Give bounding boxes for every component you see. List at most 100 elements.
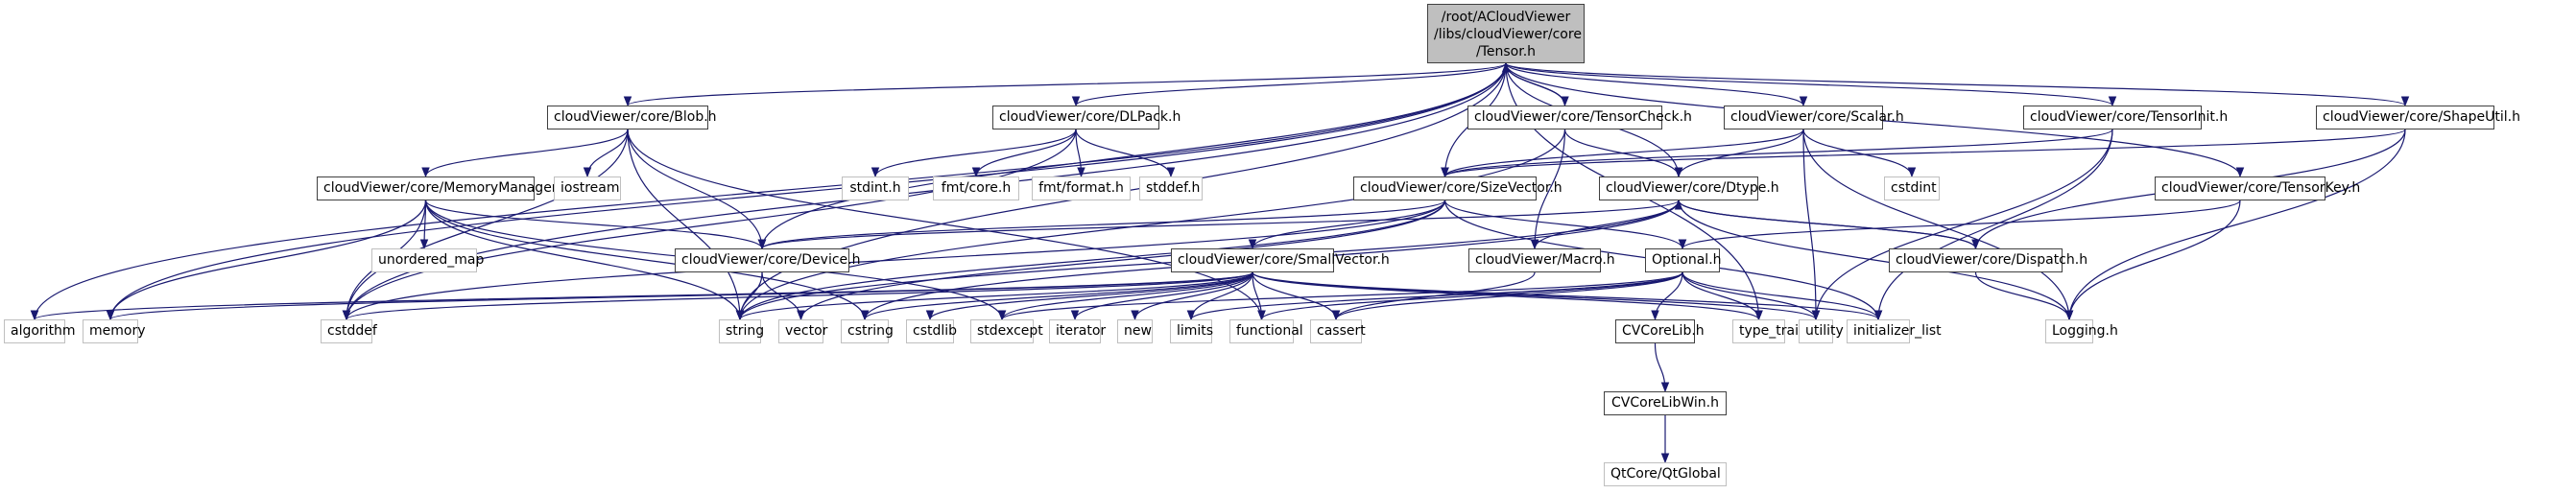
edge-shapeutil-to-sizevector <box>1441 129 2406 178</box>
node-smallvector-h[interactable]: cloudViewer/core/SmallVector.h <box>1171 248 1390 272</box>
node-unordered-map[interactable]: unordered_map <box>371 248 484 272</box>
node-blob-h[interactable]: cloudViewer/core/Blob.h <box>547 106 717 129</box>
node-stdexcept[interactable]: stdexcept <box>970 319 1043 343</box>
edge-optional-to-stdexcept <box>997 271 1683 321</box>
node-optional-h[interactable]: Optional.h <box>1645 248 1722 272</box>
node-functional[interactable]: functional <box>1229 319 1303 343</box>
edge-smallvector-to-cstddef <box>343 271 1253 321</box>
edge-dispatch-to-dtype <box>1674 199 1977 249</box>
edge-tensor-to-memory <box>106 62 1507 321</box>
edge-dtype-to-macro <box>1530 200 1680 250</box>
node-type-traits[interactable]: type_traits <box>1732 319 1811 343</box>
edge-blob-to-iostream <box>583 129 629 178</box>
node-vector[interactable]: vector <box>778 319 827 343</box>
node-algorithm[interactable]: algorithm <box>4 319 76 343</box>
edge-tensorcheck-to-string <box>735 129 1566 321</box>
edge-smallvector-to-stdexcept <box>997 271 1253 321</box>
edge-tensorinit-to-sizevector <box>1441 129 2113 178</box>
node-memorymanager-h[interactable]: cloudViewer/core/MemoryManager.h <box>317 176 569 200</box>
node-device-h[interactable]: cloudViewer/core/Device.h <box>675 248 860 272</box>
edge-scalar-to-cstdint <box>1802 129 1917 178</box>
edge-optional-to-initializer_list <box>1682 271 1883 321</box>
edge-optional-to-functional <box>1257 271 1683 321</box>
node-qtcore-qtglobal[interactable]: QtCore/QtGlobal <box>1604 462 1727 486</box>
edge-sizevector-to-device <box>757 200 1446 250</box>
edge-sizevector-to-vector <box>797 200 1446 321</box>
node-iostream[interactable]: iostream <box>554 176 621 200</box>
edge-dlpack-to-fmtformat <box>1075 129 1085 178</box>
edge-optional-to-cassert <box>1331 271 1683 321</box>
node-dtype-h[interactable]: cloudViewer/core/Dtype.h <box>1599 176 1779 200</box>
node-sizevector-h[interactable]: cloudViewer/core/SizeVector.h <box>1353 176 1562 200</box>
edge-memorymanager-to-memory <box>106 200 427 321</box>
node-cvcorelib-h[interactable]: CVCoreLib.h <box>1615 319 1705 343</box>
node-cassert[interactable]: cassert <box>1310 319 1366 343</box>
node-dispatch-h[interactable]: cloudViewer/core/Dispatch.h <box>1889 248 2087 272</box>
node-tensor-h[interactable]: /root/ACloudViewer/libs/cloudViewer/core… <box>1427 4 1585 63</box>
edge-sizevector-to-cstddef <box>342 200 1446 321</box>
node-fmt-core-h[interactable]: fmt/core.h <box>933 176 1019 200</box>
edge-smallvector-to-new <box>1131 271 1253 321</box>
node-cstdlib[interactable]: cstdlib <box>906 319 957 343</box>
node-string[interactable]: string <box>719 319 764 343</box>
node-stdint-h[interactable]: stdint.h <box>842 176 909 200</box>
edge-optional-to-utility <box>1682 271 1821 321</box>
edge-scalar-to-dtype <box>1674 129 1804 178</box>
edge-scalar-to-logging <box>1802 129 2074 321</box>
edge-dlpack-to-fmtcore <box>971 129 1077 178</box>
edge-smallvector-to-cstdlib <box>925 271 1253 321</box>
node-tensorinit-h[interactable]: cloudViewer/core/TensorInit.h <box>2023 106 2228 129</box>
node-scalar-h[interactable]: cloudViewer/core/Scalar.h <box>1724 106 1904 129</box>
node-cstddef[interactable]: cstddef <box>321 319 377 343</box>
node-initializer-list[interactable]: initializer_list <box>1847 319 1942 343</box>
edge-dlpack-to-cstddef <box>342 129 1077 321</box>
node-shapeutil-h[interactable]: cloudViewer/core/ShapeUtil.h <box>2316 106 2520 129</box>
edge-dlpack-to-stdint <box>871 129 1077 178</box>
edge-cvcorelib-to-cvcorelibwin <box>1654 342 1670 393</box>
edge-scalar-to-utility <box>1802 129 1821 321</box>
edge-sizevector-to-optional <box>1443 200 1687 250</box>
node-stddef-h[interactable]: stddef.h <box>1139 176 1203 200</box>
edge-tensorcheck-to-macro <box>1530 129 1566 250</box>
edge-blob-to-device <box>627 129 767 250</box>
node-cvcorelibwin-h[interactable]: CVCoreLibWin.h <box>1604 391 1727 415</box>
node-fmt-format-h[interactable]: fmt/format.h <box>1032 176 1131 200</box>
edge-smallvector-to-initializer_list <box>1252 271 1883 321</box>
node-tensorcheck-h[interactable]: cloudViewer/core/TensorCheck.h <box>1467 106 1692 129</box>
edge-shapeutil-to-logging <box>2064 129 2406 321</box>
edge-dtype-to-logging <box>1678 200 2074 321</box>
node-logging-h[interactable]: Logging.h <box>2045 319 2118 343</box>
edge-optional-to-cvcorelib <box>1651 271 1683 321</box>
node-limits[interactable]: limits <box>1170 319 1213 343</box>
edge-tensor-to-tensorinit <box>1505 62 2117 107</box>
edge-tensorcheck-to-tensor <box>1501 61 1566 106</box>
edge-sizevector-to-string <box>735 200 1446 321</box>
node-dlpack-h[interactable]: cloudViewer/core/DLPack.h <box>992 106 1181 129</box>
edge-smallvector-to-string <box>735 271 1253 321</box>
node-cstdint[interactable]: cstdint <box>1884 176 1940 200</box>
edge-smallvector-to-cstring <box>860 271 1253 321</box>
node-iterator[interactable]: iterator <box>1049 319 1106 343</box>
edge-memorymanager-to-device <box>424 200 767 250</box>
edge-tensor-to-shapeutil <box>1505 62 2409 107</box>
edge-sizevector-to-smallvector <box>1248 200 1446 250</box>
node-memory[interactable]: memory <box>83 319 146 343</box>
node-new[interactable]: new <box>1117 319 1153 343</box>
node-utility[interactable]: utility <box>1799 319 1844 343</box>
edge-smallvector-to-iterator <box>1070 271 1253 321</box>
edge-tensorkey-to-optional <box>1678 200 2241 250</box>
node-tensorkey-h[interactable]: cloudViewer/core/TensorKey.h <box>2155 176 2360 200</box>
edge-blob-to-cstddef <box>342 129 629 321</box>
edge-blob-to-memorymanager <box>421 129 629 178</box>
edge-tensor-to-algorithm <box>30 62 1507 321</box>
node-macro-h[interactable]: cloudViewer/Macro.h <box>1468 248 1615 272</box>
edge-tensorkey-to-logging <box>2064 200 2241 321</box>
edge-optional-to-limits <box>1186 271 1683 321</box>
edge-memorymanager-to-cstring <box>424 200 870 321</box>
edge-tensor-to-blob <box>624 62 1507 107</box>
edge-smallvector-to-cassert <box>1252 271 1341 321</box>
edge-dtype-to-device <box>758 200 1680 250</box>
node-cstring[interactable]: cstring <box>841 319 894 343</box>
edge-dlpack-to-stddef <box>1075 129 1176 178</box>
